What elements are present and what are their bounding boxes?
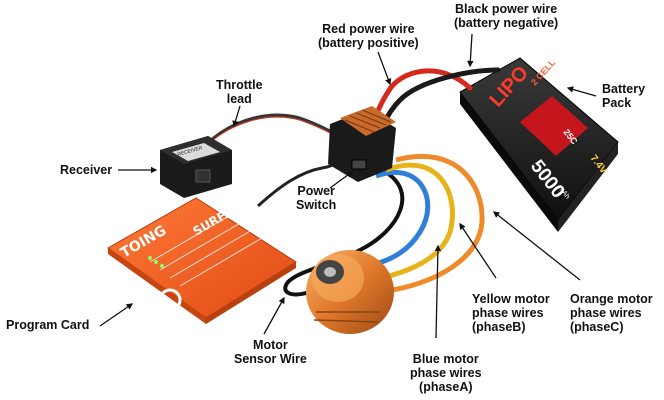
power-switch[interactable]	[351, 159, 367, 170]
yellow-phase-wire	[359, 162, 455, 285]
arrow-power-switch	[329, 171, 354, 189]
orange-phase-wire	[379, 153, 485, 295]
arrow-throttle	[232, 105, 241, 128]
label-black-power-wire: Black power wire(battery negative)	[454, 2, 559, 30]
arrow-red-wire	[377, 51, 392, 86]
arrow-orange	[492, 211, 581, 281]
arrow-program-card	[99, 303, 134, 327]
label-program-card: Program Card	[6, 318, 90, 332]
arrow-black-wire	[467, 33, 474, 68]
receiver-unit: RECEIVER	[160, 136, 232, 198]
arrow-blue	[434, 244, 442, 339]
motor	[306, 250, 394, 334]
arrow-yellow	[459, 222, 497, 279]
arrow-battery	[566, 86, 597, 97]
battery-stripe	[520, 96, 588, 156]
throttle-lead-wire	[198, 113, 337, 152]
battery-pack: 2 CELL LIPO 5000 mAh 25C 7.4V	[459, 57, 619, 232]
label-receiver: Receiver	[60, 163, 113, 177]
program-card: TOING SURFACE	[107, 196, 297, 324]
arrow-sensor-wire	[263, 296, 285, 335]
program-card-logo-icon	[158, 288, 182, 312]
label-red-power-wire: Red power wire(battery positive)	[318, 22, 419, 50]
esc-unit	[328, 106, 396, 182]
